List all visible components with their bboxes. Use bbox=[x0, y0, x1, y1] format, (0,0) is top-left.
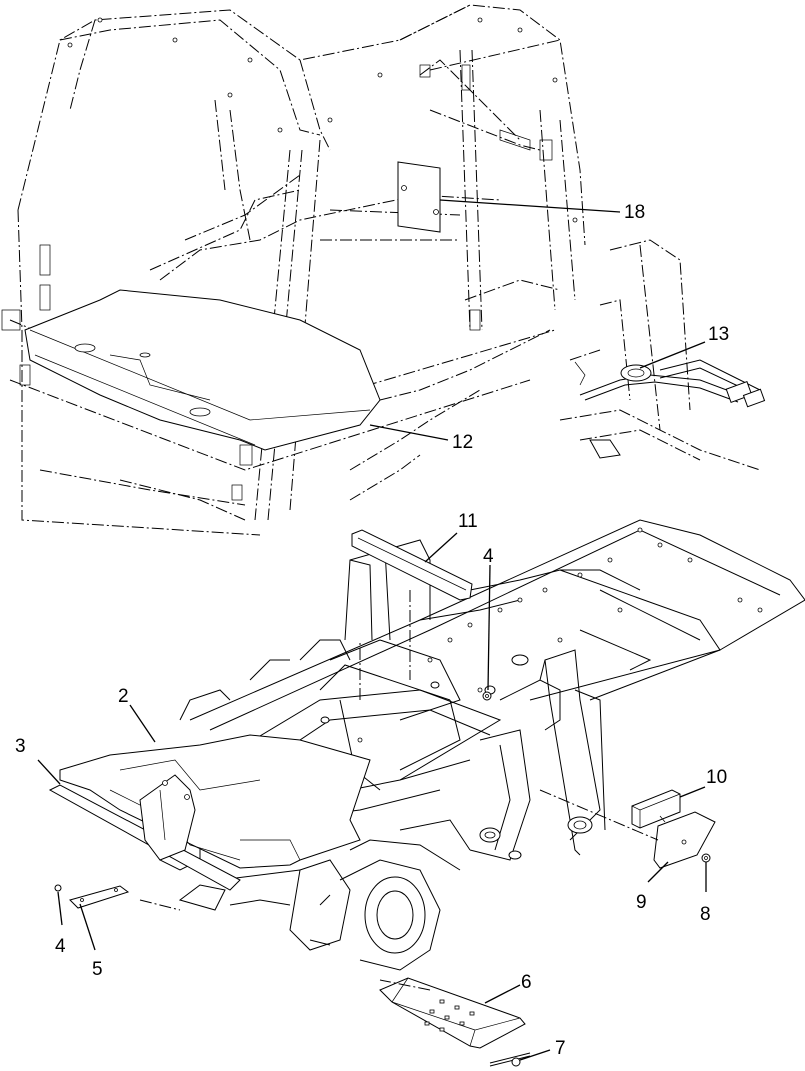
cab-floor-mat bbox=[24, 289, 381, 451]
frame-holes bbox=[327, 527, 763, 763]
inset-hose-clamp-view bbox=[559, 239, 766, 471]
cab-frame-assembly bbox=[1, 4, 586, 536]
chassis-frame bbox=[159, 519, 805, 971]
part-2-floor-plate bbox=[59, 734, 371, 869]
callout-6: 6 bbox=[521, 972, 532, 993]
callout-10: 10 bbox=[706, 767, 727, 788]
callout-13: 13 bbox=[708, 324, 729, 345]
callout-5: 5 bbox=[92, 959, 103, 980]
part-5-plate bbox=[69, 885, 130, 909]
callout-8: 8 bbox=[700, 904, 711, 925]
part-8-bolt bbox=[701, 853, 711, 863]
callout-18: 18 bbox=[624, 202, 645, 223]
part-10-block bbox=[631, 789, 681, 829]
assembly-lines bbox=[139, 640, 659, 991]
callout-4-frame: 4 bbox=[483, 546, 494, 567]
leader-lines bbox=[37, 199, 707, 1061]
hose-clamp bbox=[620, 364, 652, 382]
part-6-step-plate bbox=[379, 977, 526, 1049]
rear-window-panel bbox=[397, 161, 441, 233]
pedal-bracket bbox=[139, 774, 196, 861]
callout-7: 7 bbox=[555, 1038, 566, 1059]
callout-12: 12 bbox=[452, 432, 473, 453]
callout-2: 2 bbox=[118, 686, 129, 707]
callout-3: 3 bbox=[15, 736, 26, 757]
callout-4-left: 4 bbox=[55, 936, 66, 957]
step-plate-holes bbox=[424, 999, 475, 1032]
callout-11: 11 bbox=[458, 511, 478, 532]
part-4-washer-left bbox=[54, 884, 62, 892]
callout-labels: 18 13 12 11 4 2 3 10 9 8 4 5 6 7 bbox=[15, 202, 729, 1059]
part-11-channel-bar bbox=[351, 529, 473, 680]
part-9-plate bbox=[653, 811, 716, 869]
rivets bbox=[67, 17, 578, 223]
callout-9: 9 bbox=[636, 892, 647, 913]
part-7-bolt bbox=[489, 1052, 531, 1067]
